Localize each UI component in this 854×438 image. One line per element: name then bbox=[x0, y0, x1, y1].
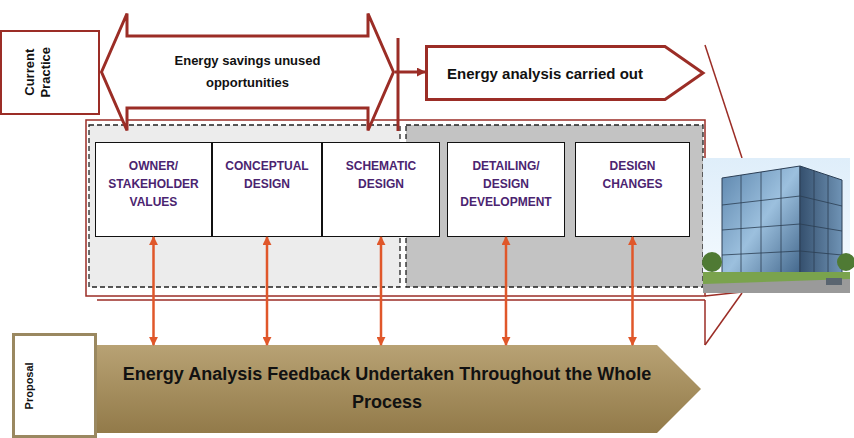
connector-arrow bbox=[395, 71, 425, 74]
rotated-wrap: Proposal bbox=[15, 336, 45, 435]
node-stage: OWNER/ STAKEHOLDER VALUES bbox=[95, 142, 212, 237]
proposal-arrow-outline bbox=[97, 345, 703, 433]
stage-label: DETAILING/ DESIGN DEVELOPMENT bbox=[456, 157, 556, 211]
arrow-label: Energy analysis carried out bbox=[447, 65, 643, 82]
rotated-label: Proposal bbox=[23, 341, 37, 431]
node-stage: CONCEPTUAL DESIGN bbox=[212, 142, 322, 237]
building-front bbox=[722, 166, 800, 280]
photo-car bbox=[826, 278, 842, 285]
connector-arrow bbox=[631, 237, 634, 345]
node-stage: DESIGN CHANGES bbox=[575, 142, 690, 237]
node-rotbox: Current Practice bbox=[0, 30, 100, 115]
photo-road bbox=[703, 279, 850, 293]
node-arrowR: Energy analysis carried out bbox=[425, 45, 705, 101]
building-side bbox=[800, 166, 842, 278]
node-bigArrow: Energy Analysis Feedback Undertaken Thro… bbox=[97, 345, 703, 433]
node-double: Energy savings unused opportunities bbox=[100, 12, 395, 132]
photo-tree bbox=[837, 253, 854, 271]
node-stage: DETAILING/ DESIGN DEVELOPMENT bbox=[447, 142, 565, 237]
rotated-label: Current Practice bbox=[22, 33, 55, 113]
connector-arrow bbox=[152, 237, 155, 345]
photo-tree bbox=[702, 252, 722, 272]
arrow-text-wrap: Energy analysis carried out bbox=[425, 45, 665, 101]
photo-sky bbox=[703, 158, 850, 293]
late-zone bbox=[406, 125, 703, 287]
connector-arrow bbox=[380, 237, 383, 345]
proposal-outline bbox=[97, 299, 705, 301]
connector-arrow bbox=[266, 237, 269, 345]
node-rotbox: Proposal bbox=[12, 333, 97, 438]
proposal-arrow bbox=[97, 345, 701, 433]
double-arrow-outline bbox=[100, 12, 395, 132]
process-outline bbox=[86, 120, 705, 296]
arrow-text-wrap: Energy savings unused opportunities bbox=[100, 12, 395, 132]
funnel-line bbox=[705, 45, 742, 158]
connector-arrow bbox=[505, 237, 508, 345]
rotated-wrap: Current Practice bbox=[2, 32, 74, 113]
right-arrow bbox=[427, 47, 704, 100]
funnel-line bbox=[705, 293, 742, 345]
arrow-text-wrap: Energy Analysis Feedback Undertaken Thro… bbox=[97, 345, 677, 433]
stage-label: SCHEMATIC DESIGN bbox=[333, 157, 429, 193]
proposal-outline bbox=[704, 300, 706, 345]
arrow-label: Energy savings unused opportunities bbox=[153, 50, 343, 94]
proposal-label: Energy Analysis Feedback Undertaken Thro… bbox=[110, 361, 665, 417]
double-arrow bbox=[102, 14, 394, 131]
divider-bar bbox=[397, 38, 400, 131]
photo-grass bbox=[703, 272, 850, 293]
stage-label: CONCEPTUAL DESIGN bbox=[219, 157, 315, 193]
building-photo bbox=[702, 158, 854, 293]
stage-label: DESIGN CHANGES bbox=[585, 157, 681, 193]
stage-label: OWNER/ STAKEHOLDER VALUES bbox=[106, 157, 202, 211]
window-grid bbox=[722, 169, 842, 280]
node-stage: SCHEMATIC DESIGN bbox=[322, 142, 440, 237]
